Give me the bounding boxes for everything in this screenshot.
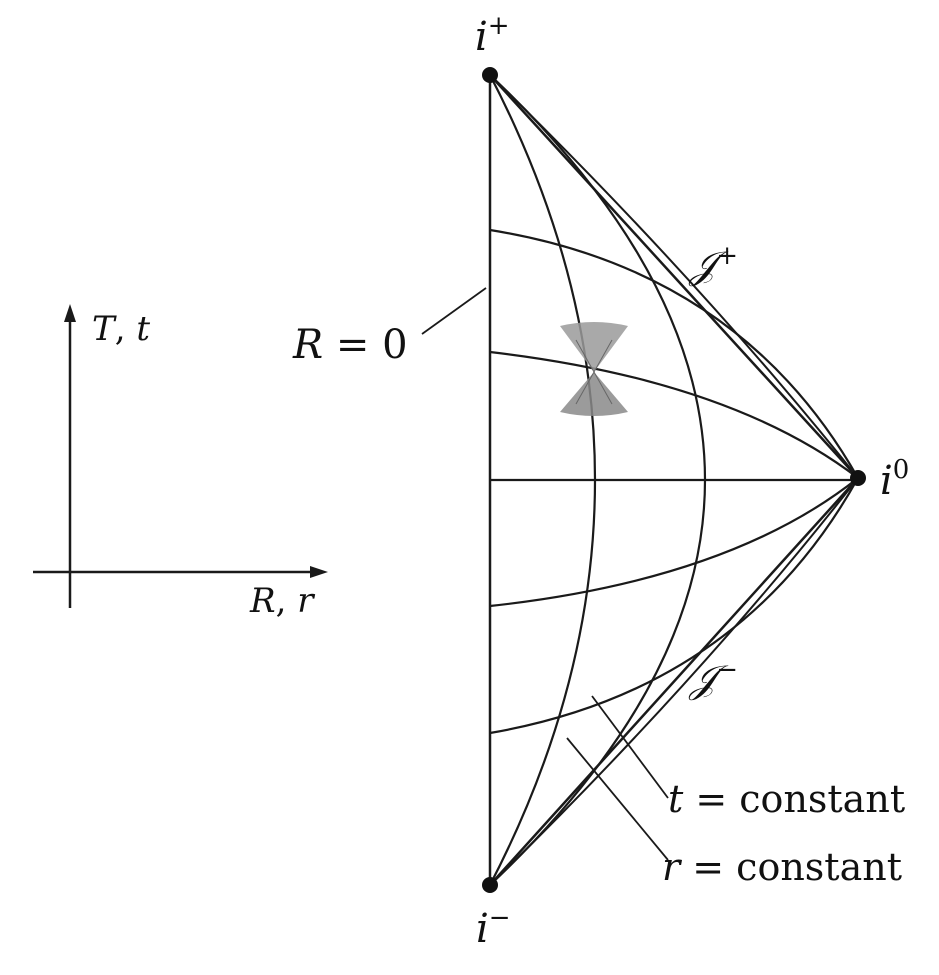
- t-constant-label: t = constant: [668, 777, 905, 821]
- conformal-diagram: [421, 67, 866, 893]
- r-constant-curve: [489, 74, 597, 886]
- t-constant-curve: [489, 228, 859, 479]
- spatial-infinity-point: [850, 470, 866, 486]
- light-cone-icon: [560, 322, 628, 416]
- space-axis-label: R, r: [249, 581, 315, 621]
- past-timelike-infinity-point: [482, 877, 498, 893]
- past-null-infinity-line: [489, 477, 859, 886]
- r-zero-leader-line: [421, 287, 487, 335]
- space-axis-arrow-icon: [310, 566, 328, 578]
- i-minus-label: i−: [476, 903, 511, 952]
- ingoing-line: [489, 477, 859, 886]
- i-plus-label: i+: [475, 11, 510, 60]
- t-constant-curve: [489, 477, 859, 608]
- r-constant-leader-line: [566, 737, 669, 861]
- scri-minus-label: 𝒥−: [688, 655, 738, 701]
- reference-axes: T, t R, r: [33, 304, 328, 621]
- outgoing-line: [489, 74, 859, 479]
- r-zero-label: R = 0: [292, 322, 408, 368]
- r-constant-label: r = constant: [662, 845, 902, 889]
- r-constant-curve: [489, 74, 706, 886]
- t-constant-curve: [489, 477, 859, 735]
- time-axis-label: T, t: [92, 309, 150, 349]
- time-axis-arrow-icon: [64, 304, 76, 322]
- future-null-infinity-line: [489, 74, 859, 479]
- future-timelike-infinity-point: [482, 67, 498, 83]
- t-constant-leader-line: [591, 695, 669, 799]
- i-zero-label: i0: [880, 455, 909, 504]
- t-constant-curve: [489, 350, 859, 479]
- scri-plus-label: 𝒥+: [688, 241, 738, 287]
